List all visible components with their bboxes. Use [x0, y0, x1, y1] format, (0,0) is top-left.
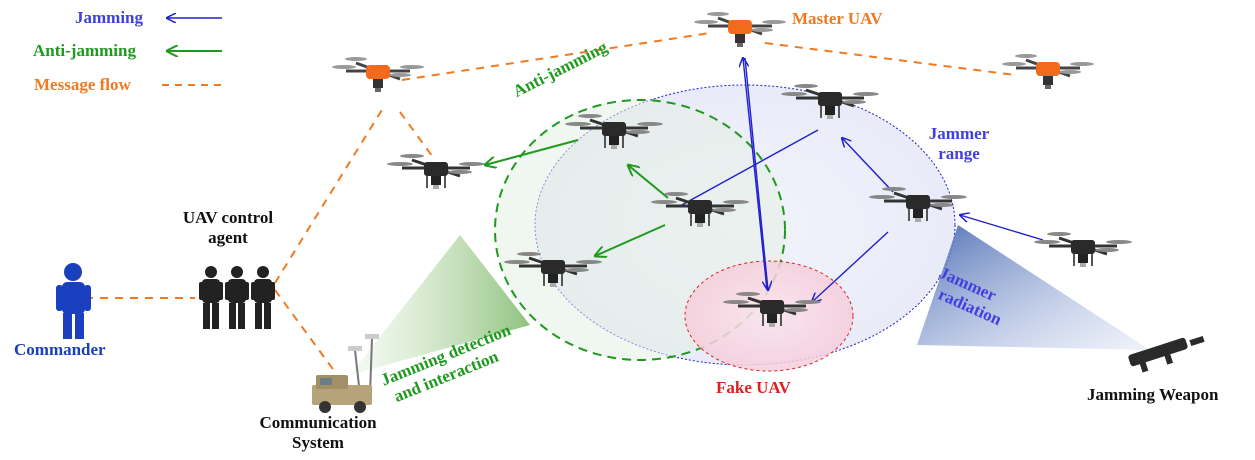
uav-control-agent-label-line1: UAV control	[182, 208, 274, 227]
jamming-weapon	[1128, 335, 1205, 373]
jamming-weapon-label: Jamming Weapon	[1087, 385, 1219, 404]
legend-anti-jamming-label: Anti-jamming	[33, 41, 136, 60]
relay-drone	[385, 152, 487, 191]
jamming-detection-beam	[350, 235, 530, 375]
jammer-radiation-beam	[917, 225, 1150, 350]
communication-system-label-line2: System	[292, 432, 344, 452]
legend-message-flow-label: Message flow	[34, 75, 131, 94]
anti-jamming-arrows	[485, 139, 669, 256]
uav-control-agent-label-line2: agent	[208, 227, 248, 247]
jammer-range-label-line2: range	[938, 143, 980, 163]
jammer-range-label: Jammer range	[918, 124, 1000, 163]
commander-label: Commander	[14, 340, 106, 359]
right-orange-drone	[1000, 52, 1096, 91]
outside-drone	[1032, 230, 1134, 269]
left-orange-drone	[330, 55, 426, 94]
uav-control-agent-figures	[199, 266, 275, 329]
message-flow-links	[85, 32, 1016, 373]
fake-uav-label: Fake UAV	[716, 378, 791, 397]
commander-figure	[56, 263, 91, 339]
legend	[162, 18, 224, 86]
jamming-arrows	[679, 58, 1044, 302]
master-uav-label: Master UAV	[792, 9, 883, 28]
jammer-range-label-line1: Jammer	[928, 124, 990, 143]
legend-jamming-label: Jamming	[75, 8, 143, 27]
master-uav-drone	[692, 10, 788, 49]
communication-system-label: Communication System	[238, 413, 398, 452]
communication-system-label-line1: Communication	[259, 413, 377, 432]
uav-control-agent-label: UAV control agent	[168, 208, 288, 247]
communication-vehicle	[312, 334, 379, 413]
